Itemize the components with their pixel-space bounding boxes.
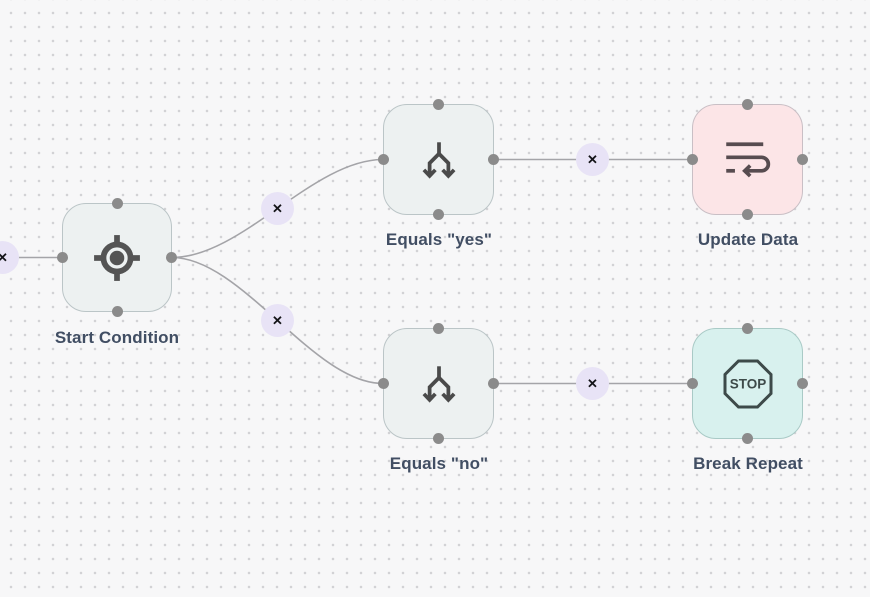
- connection-handle-top[interactable]: [433, 323, 444, 334]
- stop-sign-text: STOP: [729, 376, 766, 391]
- node-label-break-repeat: Break Repeat: [693, 454, 803, 473]
- connection-handle-right[interactable]: [488, 154, 499, 165]
- node-equals-no[interactable]: [378, 323, 499, 444]
- node-equals-yes[interactable]: [378, 99, 499, 220]
- node-label-equals-no: Equals "no": [389, 454, 489, 473]
- delete-connection-button[interactable]: ✕: [0, 241, 19, 274]
- connection-handle-left[interactable]: [687, 154, 698, 165]
- node-label-equals-yes: Equals "yes": [385, 230, 493, 249]
- branch-split-icon: [422, 365, 455, 403]
- delete-connection-button[interactable]: ✕: [576, 143, 609, 176]
- connection-handle-right[interactable]: [488, 378, 499, 389]
- close-icon: ✕: [587, 151, 598, 167]
- connection-handle-right[interactable]: [797, 378, 808, 389]
- connection-handle-left[interactable]: [378, 378, 389, 389]
- connection-handle-top[interactable]: [433, 99, 444, 110]
- connection-handle-left[interactable]: [57, 252, 68, 263]
- connection-handle-bottom[interactable]: [111, 306, 123, 317]
- close-icon: ✕: [587, 375, 598, 391]
- connection-handle-bottom[interactable]: [433, 209, 444, 220]
- delete-connection-button[interactable]: ✕: [576, 367, 609, 400]
- connection-handle-top[interactable]: [742, 323, 753, 334]
- close-icon: ✕: [272, 312, 283, 328]
- close-icon: ✕: [0, 249, 8, 265]
- node-start-condition[interactable]: [57, 198, 177, 317]
- connection-handle-right[interactable]: [797, 154, 808, 165]
- crosshair-target-icon: [94, 234, 140, 281]
- connection-handle-bottom[interactable]: [742, 433, 753, 444]
- close-icon: ✕: [272, 200, 283, 216]
- branch-split-icon: [422, 141, 455, 179]
- connection-handle-top[interactable]: [111, 198, 123, 209]
- node-break-repeat[interactable]: STOP: [687, 323, 808, 444]
- connection-handle-bottom[interactable]: [433, 433, 444, 444]
- node-label-start-condition: Start Condition: [54, 328, 180, 347]
- node-update-data[interactable]: [687, 99, 808, 220]
- delete-connection-button[interactable]: ✕: [261, 304, 294, 337]
- delete-connection-button[interactable]: ✕: [261, 192, 294, 225]
- connection-handle-left[interactable]: [378, 154, 389, 165]
- connection-handle-top[interactable]: [742, 99, 753, 110]
- stop-sign-icon: STOP: [723, 359, 772, 408]
- update-list-icon: [725, 142, 770, 178]
- connection-handle-right[interactable]: [166, 252, 177, 263]
- connection-handle-left[interactable]: [687, 378, 698, 389]
- node-label-update-data: Update Data: [697, 230, 799, 249]
- connection-handle-bottom[interactable]: [742, 209, 753, 220]
